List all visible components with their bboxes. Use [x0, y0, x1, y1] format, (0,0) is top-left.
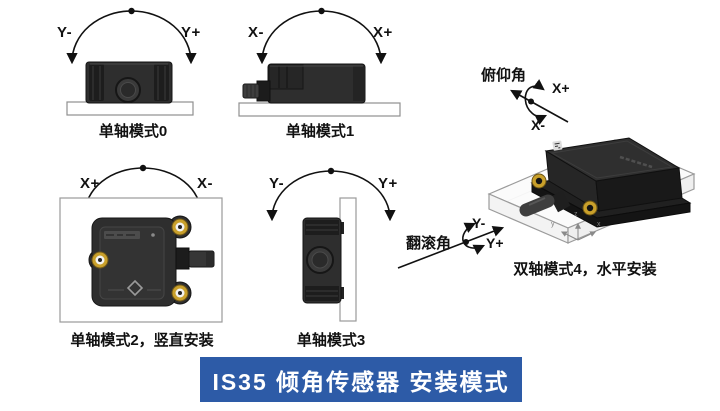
mode0-rotation-arc [66, 10, 197, 65]
mode1-rotation-dot [318, 7, 325, 15]
mode0-panel-art [66, 7, 197, 116]
mode2-panel-art [59, 164, 223, 323]
mode0-rotation-dot [128, 7, 135, 15]
mode4-pitch-glyph [510, 79, 569, 125]
mode4-roll-glyph [397, 222, 505, 269]
mode3-sensor [302, 217, 344, 304]
mode4-pitch-pos-label: X+ [552, 80, 570, 96]
mode4-logo [552, 140, 563, 151]
mode1-right-label: X+ [373, 24, 393, 41]
mode4-axis-y-label: y [551, 221, 555, 228]
mode2-caption: 单轴模式2，竖直安装 [70, 332, 214, 349]
mode4-roll-label: 翻滚角 [406, 235, 452, 252]
mode2-rotation-dot [139, 164, 147, 172]
mode4-roll-pos-label: Y+ [486, 235, 504, 251]
mode3-mounting-plate [339, 197, 357, 322]
mode3-panel-art [266, 167, 396, 322]
mode0-mounting-plate [66, 101, 194, 116]
mode4-gold-rings [531, 173, 598, 216]
mode1-mounting-plate [238, 102, 401, 117]
mode0-caption: 单轴模式0 [98, 123, 168, 140]
mode3-rotation-dot [327, 167, 335, 175]
mode3-rotation-arc [266, 170, 396, 222]
mode4-connector-barrel [519, 194, 555, 217]
mode0-sensor [85, 61, 173, 104]
mode2-left-label: X+ [80, 175, 100, 192]
mode2-connector-collar [175, 247, 190, 270]
mode2-right-label: X- [197, 175, 213, 192]
mode4-pitch-neg-label: X- [531, 117, 545, 133]
mode4-axis-triad [560, 222, 597, 241]
mode2-sensor [88, 215, 215, 307]
mode0-left-label: Y- [57, 24, 73, 41]
mode2-logo [126, 279, 144, 297]
mode3-right-label: Y+ [378, 175, 398, 192]
mode4-connector-collar [550, 190, 571, 213]
mode4-sensor [519, 137, 692, 228]
mode2-led-dot [151, 233, 155, 237]
mode4-caption: 双轴模式4，水平安装 [513, 261, 657, 278]
mode4-pitch-label: 俯仰角 [481, 67, 527, 84]
mode1-sensor [242, 63, 366, 104]
mode4-axis-z-label: z [574, 211, 578, 218]
mode1-left-label: X- [248, 24, 264, 41]
mode4-print-marks [619, 155, 653, 169]
mode4-panel-art [397, 79, 696, 269]
mode1-rotation-arc [256, 10, 387, 65]
title-banner-text: IS35 倾角传感器 安装模式 [212, 368, 510, 395]
mode3-left-label: Y- [269, 175, 285, 192]
mode3-caption: 单轴模式3 [296, 332, 366, 349]
title-banner: IS35 倾角传感器 安装模式 [200, 357, 522, 402]
mode4-axis-x-label: x [597, 221, 601, 228]
mode0-right-label: Y+ [181, 24, 201, 41]
mode2-gold-rings [91, 218, 189, 302]
mode1-panel-art [238, 7, 401, 117]
mode1-caption: 单轴模式1 [285, 123, 355, 140]
mode4-roll-neg-label: Y- [472, 215, 486, 231]
